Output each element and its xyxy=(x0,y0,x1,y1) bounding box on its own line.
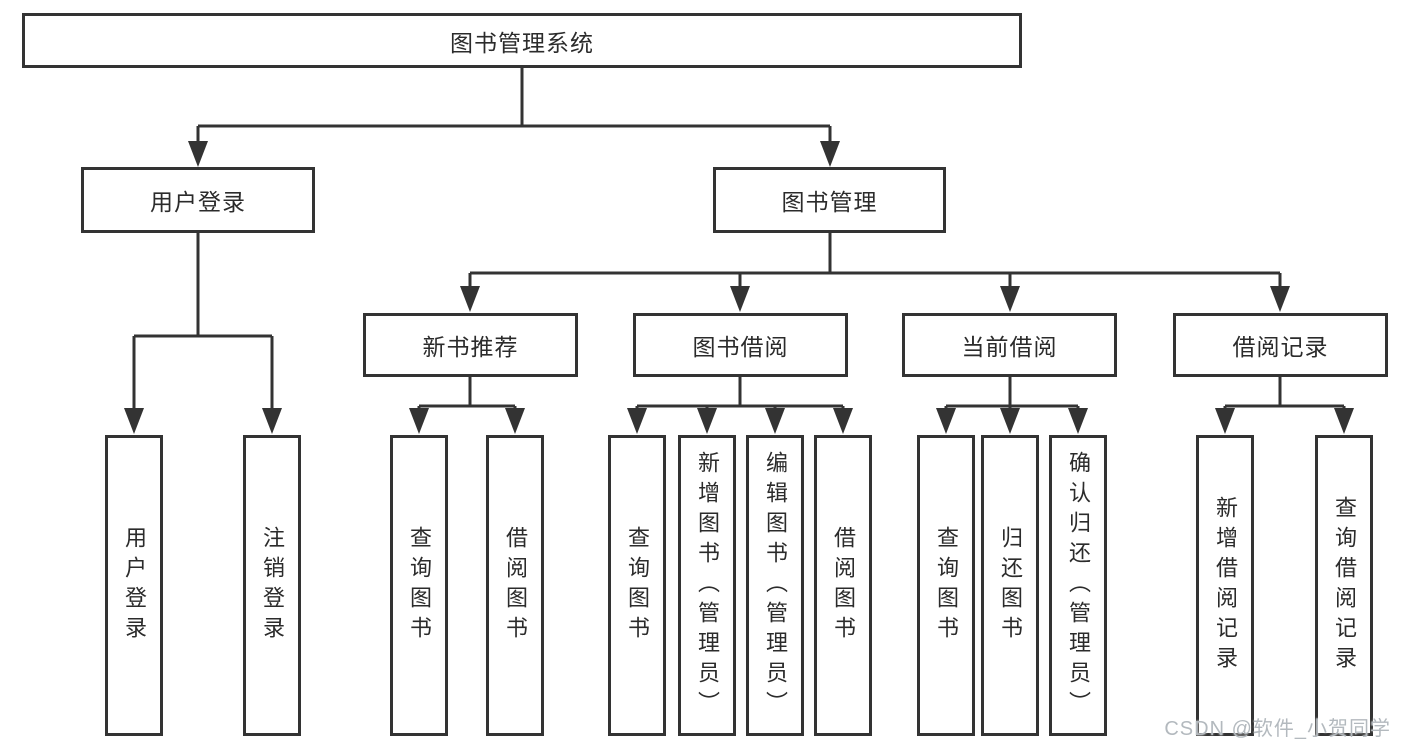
node-user-login: 用户登录 xyxy=(81,167,315,233)
leaf-label: 用户登录 xyxy=(122,525,147,646)
leaf-label: 确认归还（管理员） xyxy=(1066,450,1091,721)
leaf-query-books-2: 查询图书 xyxy=(608,435,666,736)
node-borrowing-records: 借阅记录 xyxy=(1173,313,1388,377)
node-label: 图书管理系统 xyxy=(450,29,594,56)
node-label: 借阅记录 xyxy=(1232,334,1329,360)
leaf-label: 查询图书 xyxy=(407,525,432,646)
node-label: 当前借阅 xyxy=(961,334,1058,360)
node-label: 新书推荐 xyxy=(422,334,519,360)
leaf-borrow-books-1: 借阅图书 xyxy=(486,435,544,736)
node-library-management-system: 图书管理系统 xyxy=(22,13,1022,68)
leaf-logout: 注销登录 xyxy=(243,435,301,736)
leaf-label: 查询图书 xyxy=(625,525,650,646)
leaf-label: 借阅图书 xyxy=(831,525,856,646)
leaf-query-books-1: 查询图书 xyxy=(390,435,448,736)
leaf-borrow-books-2: 借阅图书 xyxy=(814,435,872,736)
leaf-add-books-admin: 新增图书（管理员） xyxy=(678,435,736,736)
node-new-book-recommend: 新书推荐 xyxy=(363,313,578,377)
leaf-label: 新增图书（管理员） xyxy=(695,450,720,721)
leaf-edit-books-admin: 编辑图书（管理员） xyxy=(746,435,804,736)
csdn-watermark: CSDN @软件_小贺同学 xyxy=(1164,718,1391,740)
node-book-management: 图书管理 xyxy=(713,167,946,233)
node-label: 用户登录 xyxy=(150,189,246,215)
leaf-query-borrow-record: 查询借阅记录 xyxy=(1315,435,1373,736)
leaf-confirm-return-admin: 确认归还（管理员） xyxy=(1049,435,1107,736)
leaf-user-login: 用户登录 xyxy=(105,435,163,736)
leaf-add-borrow-record: 新增借阅记录 xyxy=(1196,435,1254,736)
leaf-label: 借阅图书 xyxy=(503,525,528,646)
node-label: 图书管理 xyxy=(781,189,878,215)
leaf-label: 编辑图书（管理员） xyxy=(763,450,788,721)
leaf-label: 新增借阅记录 xyxy=(1213,495,1238,676)
leaf-return-books: 归还图书 xyxy=(981,435,1039,736)
leaf-label: 归还图书 xyxy=(998,525,1023,646)
node-current-borrowing: 当前借阅 xyxy=(902,313,1117,377)
leaf-query-books-3: 查询图书 xyxy=(917,435,975,736)
node-label: 图书借阅 xyxy=(692,334,789,360)
leaf-label: 查询借阅记录 xyxy=(1332,495,1357,676)
node-book-borrowing: 图书借阅 xyxy=(633,313,848,377)
leaf-label: 注销登录 xyxy=(260,525,285,646)
leaf-label: 查询图书 xyxy=(934,525,959,646)
